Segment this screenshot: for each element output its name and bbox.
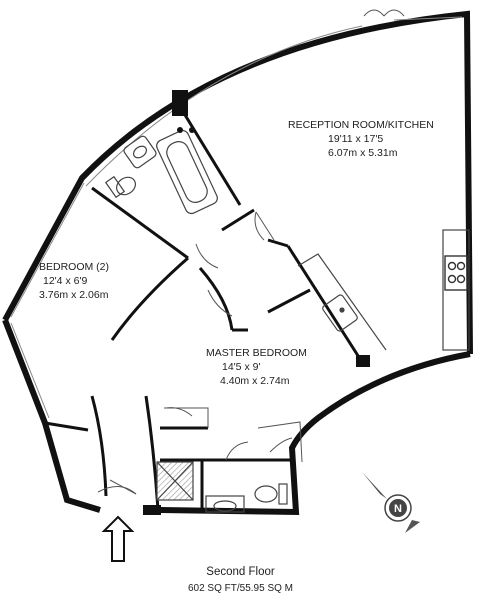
room-label-reception: RECEPTION ROOM/KITCHEN 19'11 x 17'5 6.07… (288, 118, 434, 160)
window-line (393, 16, 463, 21)
wardrobe (164, 407, 303, 463)
tap-icon (189, 127, 195, 133)
shower-tray (156, 461, 194, 501)
compass-icon: N (362, 472, 420, 533)
room-label-master-bedroom: MASTER BEDROOM 14'5 x 9' 4.40m x 2.74m (206, 346, 307, 388)
window-line (10, 322, 50, 419)
room-metric-size: 4.40m x 2.74m (220, 375, 290, 387)
ensuite-basin (205, 495, 245, 513)
kitchen-sink (322, 294, 358, 332)
window-line (85, 25, 363, 187)
window-line (10, 182, 85, 318)
compass-letter: N (394, 503, 402, 515)
floor-title: Second Floor (206, 566, 275, 578)
kitchen-worktop (442, 229, 470, 351)
room-name: MASTER BEDROOM (206, 347, 307, 359)
bath-tub (156, 129, 218, 215)
room-imperial-size: 12'4 x 6'9 (43, 275, 88, 287)
room-label-bedroom-2: BEDROOM (2) 12'4 x 6'9 3.76m x 2.06m (39, 260, 109, 302)
ensuite-toilet (254, 483, 288, 505)
wall-pillar (172, 90, 188, 116)
room-name: BEDROOM (2) (39, 261, 110, 273)
kitchen-counter (297, 253, 387, 351)
wall-pillar (143, 505, 161, 515)
bathroom-toilet (104, 175, 136, 199)
outer-walls (2, 10, 473, 516)
bathroom-basin (123, 135, 157, 169)
floor-area: 602 SQ FT/55.95 SQ M (187, 583, 294, 594)
hob-icon (444, 255, 468, 291)
room-metric-size: 3.76m x 2.06m (39, 289, 109, 301)
entrance-arrow-icon (101, 515, 135, 562)
room-metric-size: 6.07m x 5.31m (328, 147, 398, 159)
room-imperial-size: 19'11 x 17'5 (328, 133, 384, 145)
tap-icon (177, 127, 183, 133)
door-swings (97, 9, 405, 495)
room-imperial-size: 14'5 x 9' (222, 361, 261, 373)
room-name: RECEPTION ROOM/KITCHEN (288, 119, 434, 131)
